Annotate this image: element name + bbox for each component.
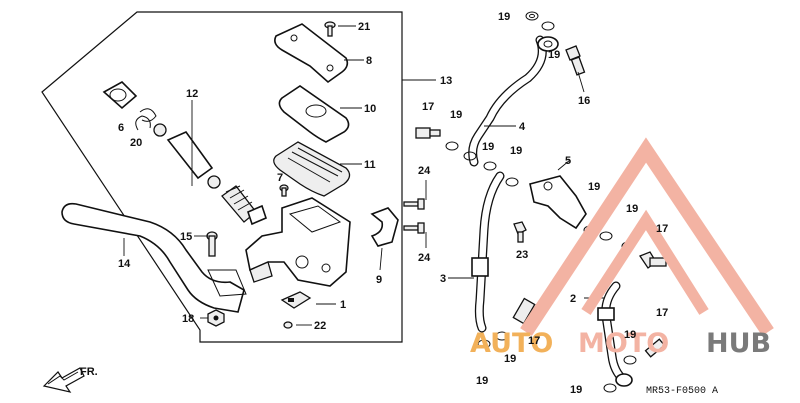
callout-19-k: 19	[570, 384, 582, 396]
callout-19-b: 19	[548, 49, 560, 61]
callout-17-b: 17	[656, 223, 668, 235]
bolt-16-icon	[565, 45, 586, 76]
callout-17-a: 17	[422, 101, 434, 113]
callout-3: 3	[440, 273, 446, 285]
hose-4-inner	[469, 36, 546, 166]
watermark-triangle-inner	[581, 209, 709, 316]
callout-20: 20	[130, 137, 142, 149]
assembly-outline	[41, 11, 403, 343]
watermark-hub: HUB	[706, 328, 771, 359]
lever-pivot	[207, 269, 247, 297]
callout-14: 14	[118, 258, 131, 270]
callout-8: 8	[366, 55, 372, 67]
brake-switch	[280, 291, 312, 309]
callout-24-upper: 24	[418, 165, 431, 177]
screw-21-icon	[324, 21, 336, 37]
watermark-triangle	[520, 137, 774, 336]
callout-19-e: 19	[510, 145, 522, 157]
callout-19-c: 19	[450, 109, 462, 121]
callout-6: 6	[118, 122, 124, 134]
callout-4: 4	[519, 121, 526, 133]
master-cylinder-body	[245, 197, 351, 287]
pivot-bolt-icon	[206, 231, 218, 257]
watermark-auto: AUTO	[470, 328, 553, 359]
callout-10: 10	[364, 103, 376, 115]
watermark-logo	[520, 137, 774, 336]
bolt-24-lower-icon	[403, 222, 425, 234]
callout-19-f: 19	[588, 181, 600, 193]
hose-3-inner	[476, 172, 504, 332]
banjo-17a-icon	[415, 127, 441, 139]
hose-3-collar	[471, 257, 489, 277]
callout-2: 2	[570, 293, 576, 305]
callout-19-d: 19	[482, 141, 494, 153]
hose-2-collar	[597, 307, 615, 321]
bolt-17d-icon	[644, 338, 666, 358]
callout-9: 9	[376, 274, 382, 286]
callout-19-j: 19	[624, 329, 636, 341]
hose-2-inner	[602, 282, 628, 384]
banjo-upper-icon	[537, 36, 559, 52]
watermark-moto: MOTO	[578, 328, 669, 359]
callout-1: 1	[340, 299, 346, 311]
banjo-lower-icon	[615, 373, 633, 387]
callout-19-i: 19	[504, 353, 516, 365]
callout-19-g: 19	[626, 203, 638, 215]
callout-11: 11	[364, 159, 376, 171]
callout-19-a: 19	[498, 11, 510, 23]
diaphragm	[273, 141, 351, 197]
bolt-24-upper-icon	[403, 198, 425, 210]
callout-17-c: 17	[528, 335, 540, 347]
handlebar-holder	[370, 207, 399, 247]
callout-7: 7	[277, 172, 283, 184]
cap-screw-hole	[326, 64, 334, 72]
plate-hole	[305, 104, 327, 118]
snap-ring	[135, 115, 151, 131]
banjo-17c-icon	[512, 297, 536, 325]
callout-24-lower: 24	[418, 252, 431, 264]
piston-kit	[102, 81, 267, 226]
bolt-7-icon	[279, 184, 289, 197]
cap-screw-hole	[290, 34, 298, 42]
front-direction-arrow	[42, 367, 85, 393]
drawing-code: MR53-F0500 A	[646, 386, 718, 397]
callout-23: 23	[516, 249, 528, 261]
leader-lines	[123, 25, 604, 326]
diaphragm-ribs	[287, 147, 343, 183]
callout-15: 15	[180, 231, 192, 243]
diaphragm-plate	[278, 85, 350, 143]
callout-21: 21	[358, 21, 370, 33]
callout-22: 22	[314, 320, 326, 332]
brake-lever	[61, 202, 245, 313]
front-direction-label: FR.	[80, 366, 98, 378]
three-way-joint	[529, 175, 587, 230]
callout-18: 18	[182, 313, 194, 325]
callout-19-h: 19	[476, 375, 488, 387]
nut-18-icon	[207, 309, 225, 327]
screw-22-icon	[283, 321, 293, 329]
bolt-23-icon	[513, 221, 527, 243]
callout-12: 12	[186, 88, 198, 100]
reservoir-cap	[274, 23, 349, 84]
callout-5: 5	[565, 155, 571, 167]
callout-16: 16	[578, 95, 590, 107]
callout-13: 13	[440, 75, 452, 87]
callout-17-d: 17	[656, 307, 668, 319]
